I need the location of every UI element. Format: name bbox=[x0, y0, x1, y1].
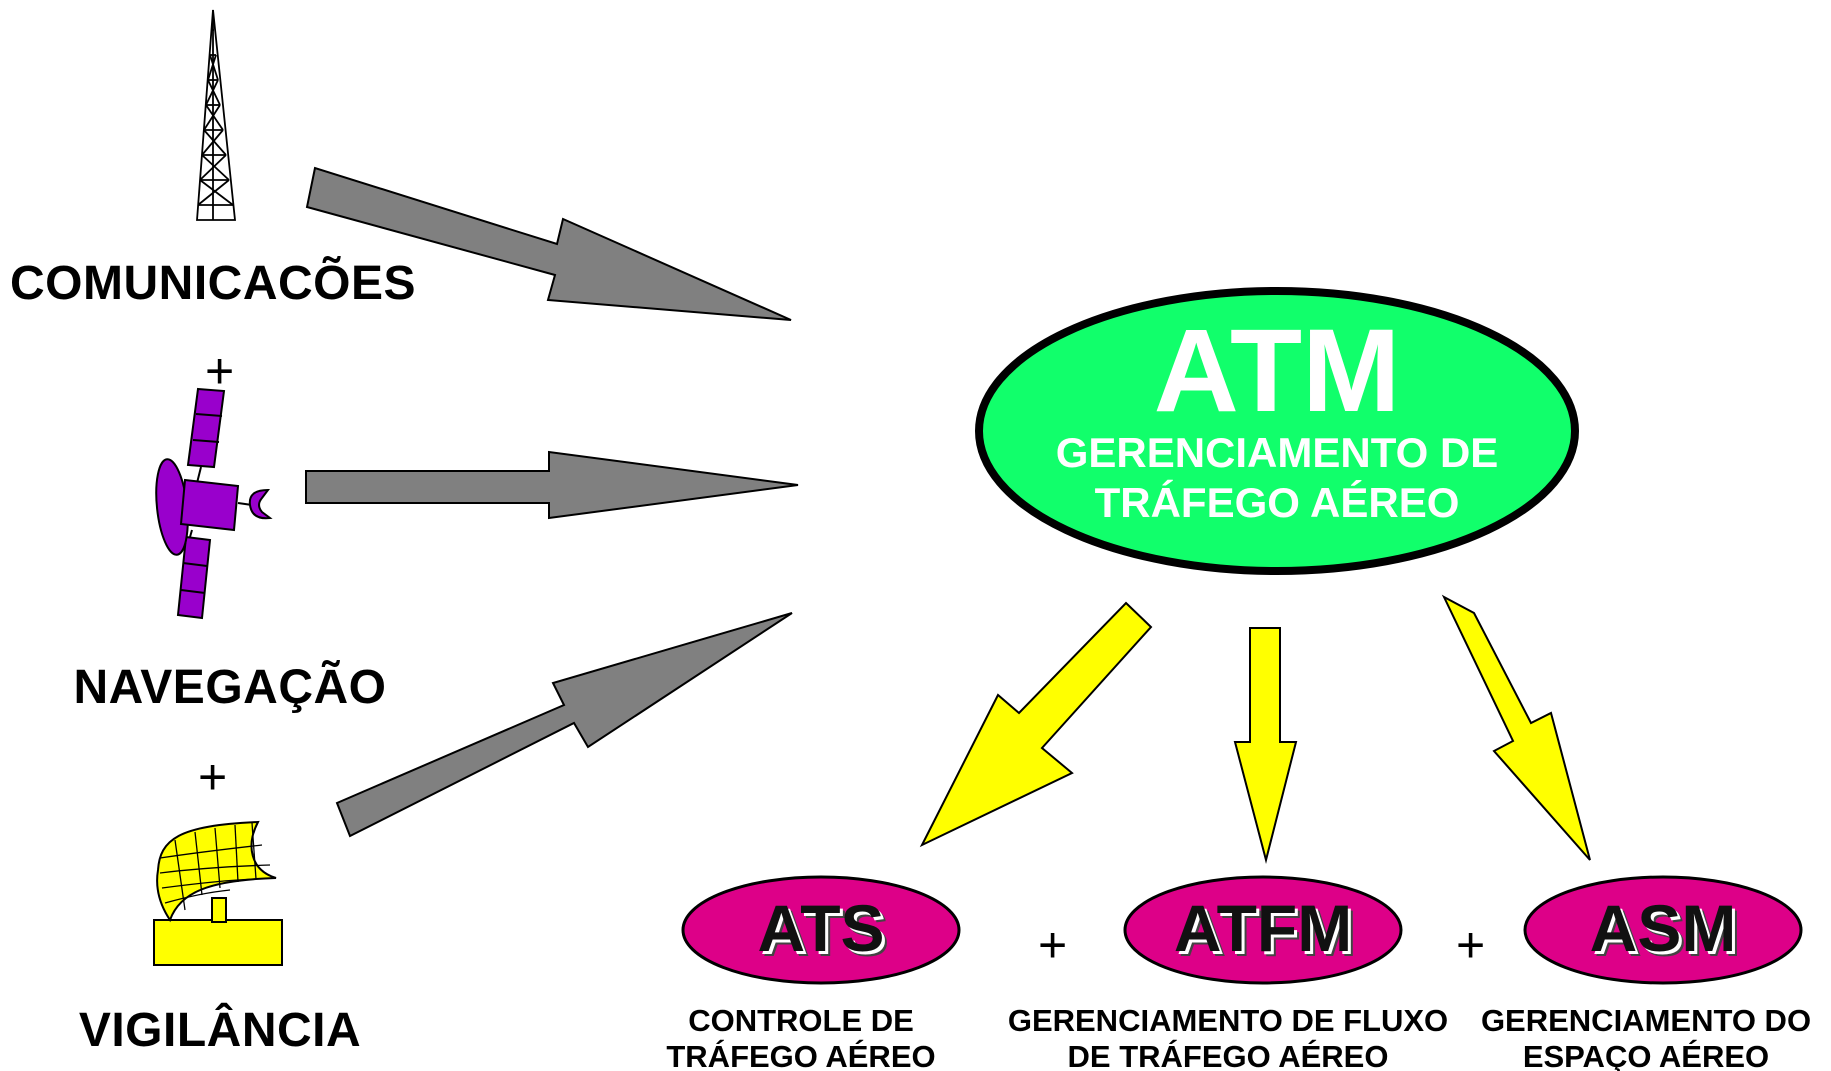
gray-arrow-navegacao bbox=[305, 450, 799, 520]
component-desc-ats-line1: CONTROLE DE bbox=[688, 1003, 914, 1038]
component-desc-atfm-line2: DE TRÁFEGO AÉREO bbox=[1067, 1039, 1389, 1071]
component-title-ats: ATS bbox=[757, 891, 885, 965]
yellow-arrow-asm bbox=[1441, 594, 1591, 861]
atfm-ellipse bbox=[1123, 875, 1403, 985]
gray-arrow-vigilancia bbox=[335, 612, 793, 838]
source-label-comunicacoes: COMUNICACÕES bbox=[10, 257, 417, 310]
atm-title: ATM bbox=[1153, 305, 1401, 437]
gray-arrows bbox=[305, 166, 799, 838]
yellow-arrow-atfm bbox=[1233, 627, 1298, 864]
source-label-navegacao: NAVEGAÇÃO bbox=[73, 661, 387, 714]
yellow-arrows bbox=[919, 594, 1591, 864]
plus-sign: + bbox=[198, 749, 228, 805]
atm-subtitle-line1: GERENCIAMENTO DE bbox=[1055, 429, 1499, 476]
component-title-atfm: ATFM bbox=[1173, 891, 1353, 965]
ats-ellipse bbox=[681, 875, 961, 985]
component-desc-ats-line2: TRÁFEGO AÉREO bbox=[666, 1039, 936, 1071]
satellite-icon bbox=[155, 387, 273, 620]
plus-sign: + bbox=[1456, 917, 1486, 973]
atm-subtitle-line2: TRÁFEGO AÉREO bbox=[1094, 479, 1460, 526]
yellow-arrow-ats bbox=[919, 601, 1153, 848]
component-desc-atfm-line1: GERENCIAMENTO DE FLUXO bbox=[1007, 1003, 1449, 1038]
asm-ellipse bbox=[1523, 875, 1803, 985]
plus-sign: + bbox=[1038, 917, 1068, 973]
component-desc-asm-line2: ESPAÇO AÉREO bbox=[1522, 1039, 1770, 1071]
radio-tower-icon bbox=[196, 9, 236, 221]
radar-antenna-icon bbox=[153, 820, 283, 966]
source-label-vigilancia: VIGILÂNCIA bbox=[78, 1004, 362, 1057]
plus-sign: + bbox=[205, 343, 235, 399]
gray-arrow-comunicacoes bbox=[305, 166, 792, 321]
atm-ellipse bbox=[975, 287, 1579, 575]
component-title-asm: ASM bbox=[1589, 891, 1737, 965]
component-desc-asm-line1: GERENCIAMENTO DO bbox=[1480, 1003, 1812, 1038]
